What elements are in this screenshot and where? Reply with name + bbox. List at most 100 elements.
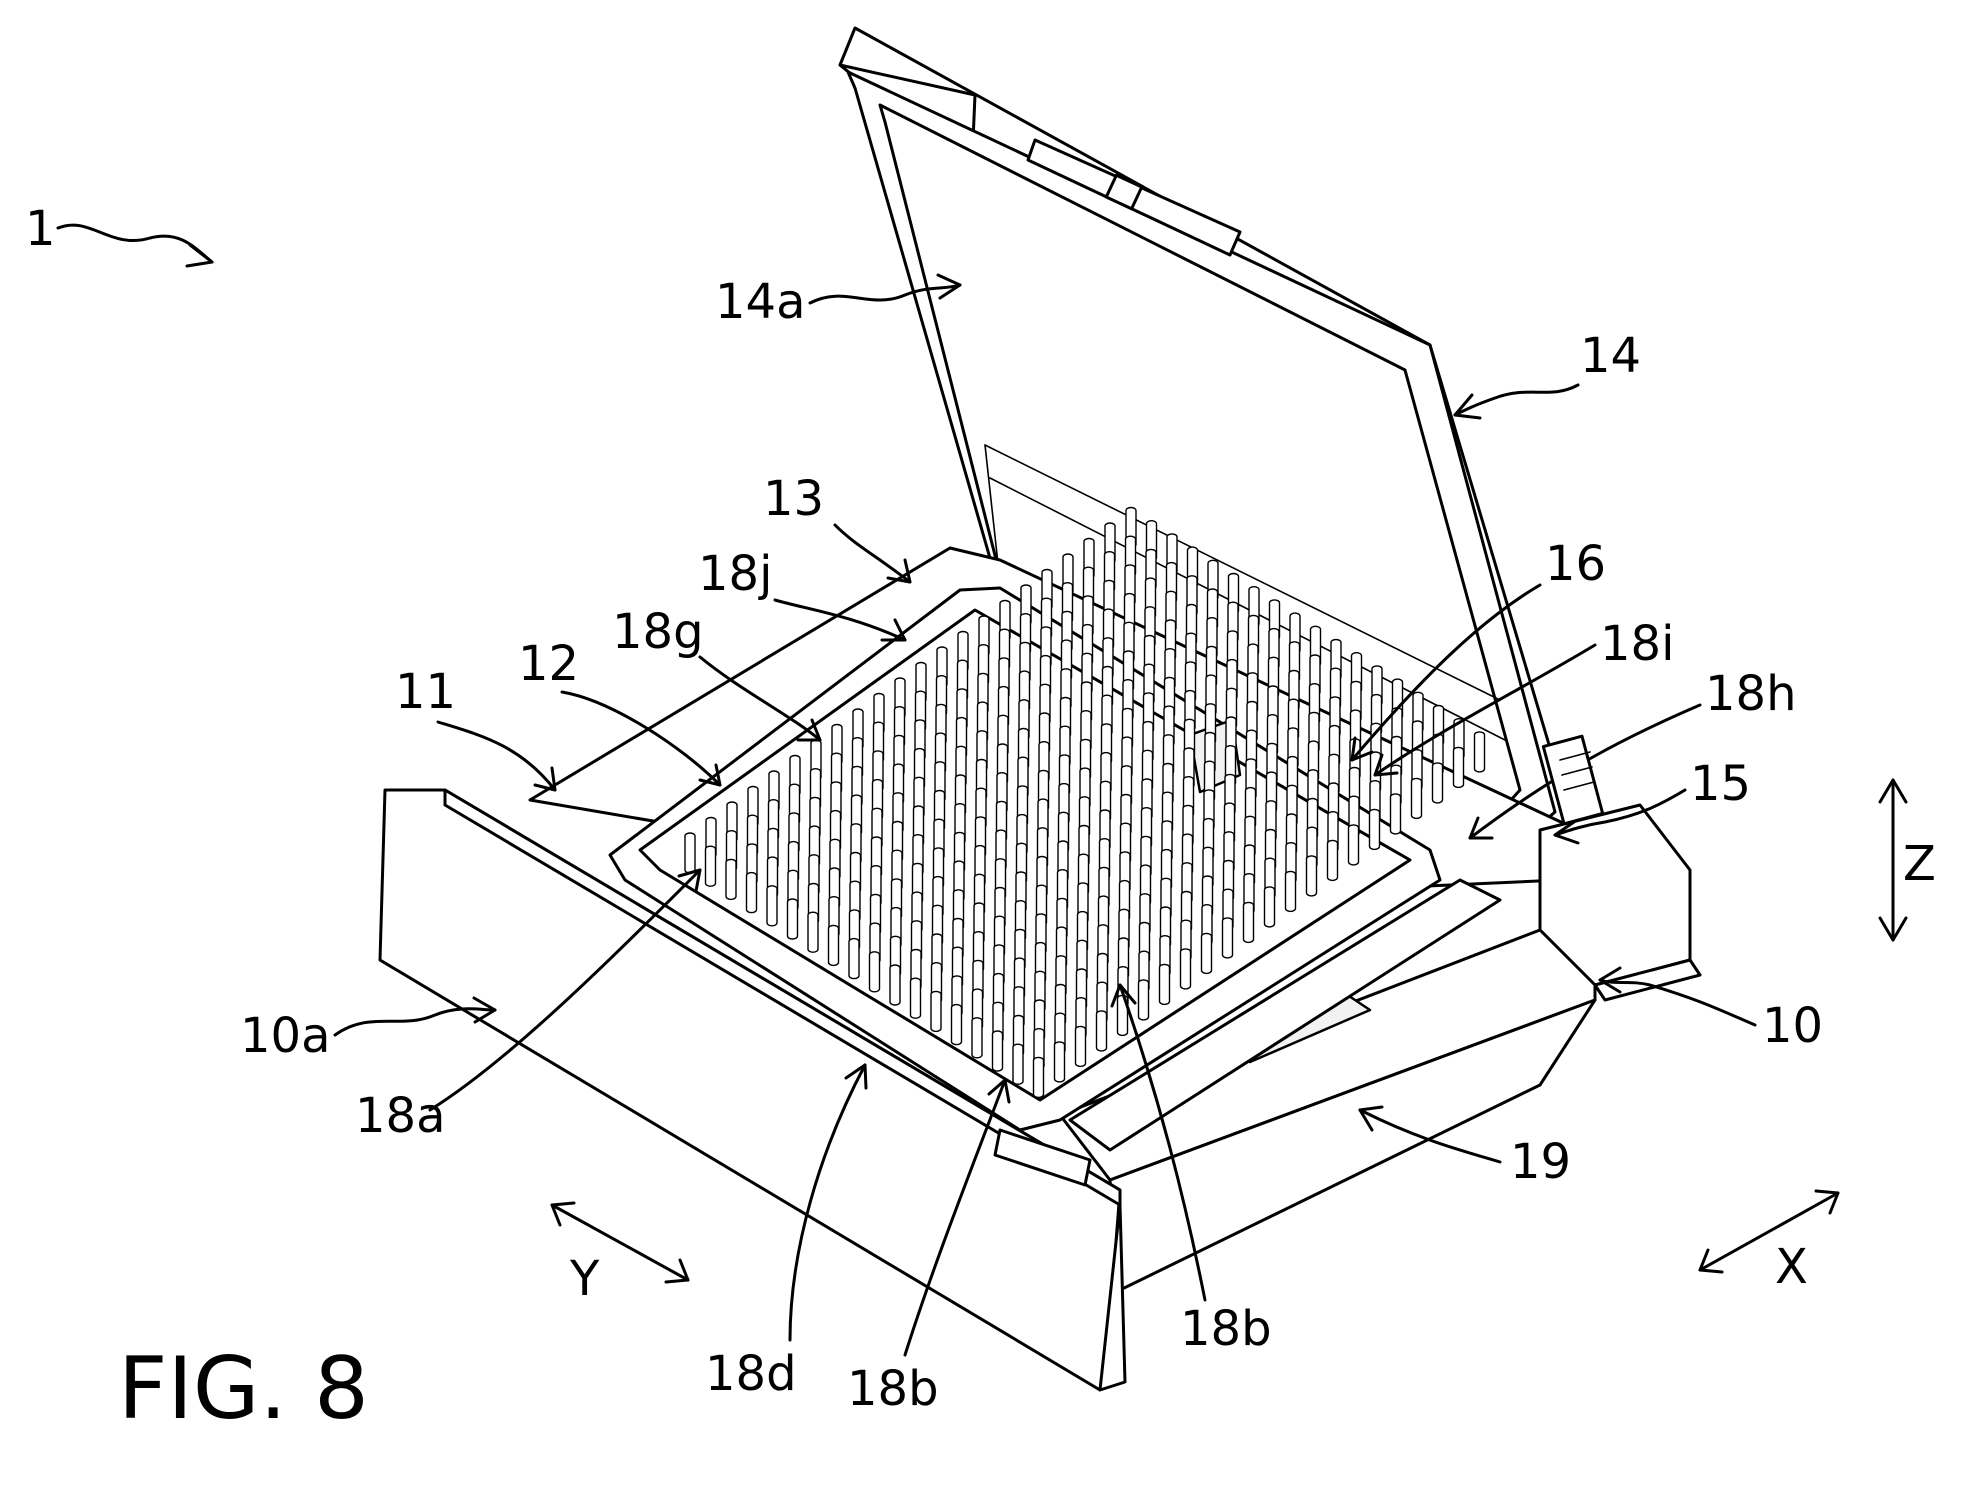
- label-18j: 18j: [698, 546, 772, 602]
- peg: [1326, 839, 1339, 882]
- peg: [1368, 808, 1381, 851]
- label-13: 13: [763, 471, 824, 527]
- arrowhead-15: [1553, 820, 1580, 845]
- leader-11: [436, 720, 557, 792]
- peg: [1012, 1043, 1024, 1085]
- peg: [971, 1017, 983, 1059]
- y-axis-arrow: [550, 1203, 690, 1282]
- label-19: 19: [1510, 1134, 1571, 1190]
- arrowhead-12: [698, 763, 722, 787]
- leader-lines: [56, 223, 1757, 1357]
- arrowhead-16: [1350, 736, 1374, 762]
- peg: [704, 845, 717, 887]
- arrowhead-18a: [677, 868, 702, 893]
- arrowhead-18b-right: [1110, 983, 1137, 1008]
- leader-18g: [698, 655, 822, 742]
- label-1: 1: [25, 201, 56, 257]
- label-18h: 18h: [1705, 666, 1797, 722]
- label-14a: 14a: [715, 274, 806, 330]
- peg: [1410, 777, 1423, 820]
- label-18a: 18a: [355, 1088, 446, 1144]
- leader-12: [560, 690, 722, 787]
- axis-arrows: [550, 778, 1908, 1284]
- peg: [1389, 793, 1402, 835]
- peg: [1053, 1041, 1066, 1083]
- label-15: 15: [1690, 756, 1751, 812]
- arrowhead-11: [533, 766, 557, 792]
- label-18b-right: 18b: [1180, 1301, 1272, 1357]
- peg: [991, 1030, 1004, 1072]
- arrowhead-18i: [1373, 753, 1399, 777]
- leader-18b-left: [903, 1078, 1007, 1357]
- label-18b-left: 18b: [847, 1361, 939, 1417]
- arrowhead-13: [886, 558, 912, 584]
- leader-18b-right: [1118, 983, 1207, 1302]
- peg: [1221, 917, 1234, 959]
- peg: [1074, 1025, 1087, 1068]
- leader-16: [1350, 583, 1542, 762]
- peg: [786, 898, 799, 940]
- leader-18h: [1468, 703, 1702, 840]
- peg: [1263, 886, 1276, 928]
- peg: [1242, 901, 1255, 944]
- peg: [1116, 994, 1129, 1037]
- leader-18a: [428, 868, 702, 1112]
- label-x-axis: X: [1775, 1239, 1808, 1295]
- arrowhead-14: [1453, 393, 1482, 420]
- arrowhead-18j: [880, 618, 907, 642]
- peg: [950, 1003, 963, 1046]
- label-y-axis: Y: [569, 1251, 600, 1307]
- lid: [838, 26, 1572, 844]
- peg-array: [684, 506, 1486, 1099]
- peg: [909, 977, 922, 1019]
- leader-10: [1598, 978, 1757, 1027]
- figure-caption: FIG. 8: [118, 1339, 369, 1439]
- peg: [1158, 963, 1171, 1006]
- reference-labels: 1 14a 14 13 18j 16 18g 18i 12 11 18h 15 …: [25, 201, 1936, 1439]
- leader-18d: [788, 1063, 867, 1342]
- arrowhead-10: [1598, 966, 1622, 994]
- peg: [1347, 824, 1360, 866]
- leader-10a: [333, 1007, 497, 1037]
- label-11: 11: [395, 664, 456, 720]
- peg: [848, 937, 860, 980]
- leader-1: [56, 223, 214, 264]
- label-12: 12: [518, 636, 579, 692]
- peg: [1305, 855, 1318, 897]
- x-axis-arrow: [1698, 1191, 1840, 1272]
- leader-14: [1453, 383, 1580, 417]
- arrowhead-18h: [1468, 816, 1494, 840]
- peg: [1179, 948, 1192, 990]
- peg: [725, 858, 737, 901]
- leader-19: [1358, 1108, 1502, 1164]
- peg: [766, 885, 778, 927]
- leader-15: [1553, 788, 1687, 837]
- arrowhead-14a: [936, 273, 962, 300]
- label-16: 16: [1545, 536, 1606, 592]
- arrowhead-19: [1358, 1105, 1384, 1132]
- peg: [1137, 979, 1150, 1021]
- peg: [1431, 762, 1444, 804]
- label-z-axis: Z: [1903, 836, 1936, 892]
- peg: [807, 911, 819, 953]
- label-10a: 10a: [240, 1008, 331, 1064]
- peg: [930, 990, 942, 1033]
- leader-13: [833, 523, 912, 584]
- peg: [1095, 1010, 1108, 1052]
- front-panel: [378, 788, 1127, 1392]
- peg: [1032, 1056, 1045, 1099]
- label-18d: 18d: [705, 1346, 797, 1402]
- peg: [1452, 746, 1465, 789]
- arrowhead-10a: [472, 996, 497, 1024]
- leader-18j: [773, 598, 907, 642]
- arrowhead-18b-left: [987, 1078, 1011, 1104]
- label-18i: 18i: [1600, 616, 1674, 672]
- label-14: 14: [1580, 328, 1641, 384]
- leader-18i: [1373, 643, 1597, 777]
- arrowhead-18g: [796, 718, 822, 742]
- hinge-latch: [1541, 734, 1605, 826]
- peg: [745, 871, 758, 914]
- arrowhead-1: [185, 243, 214, 268]
